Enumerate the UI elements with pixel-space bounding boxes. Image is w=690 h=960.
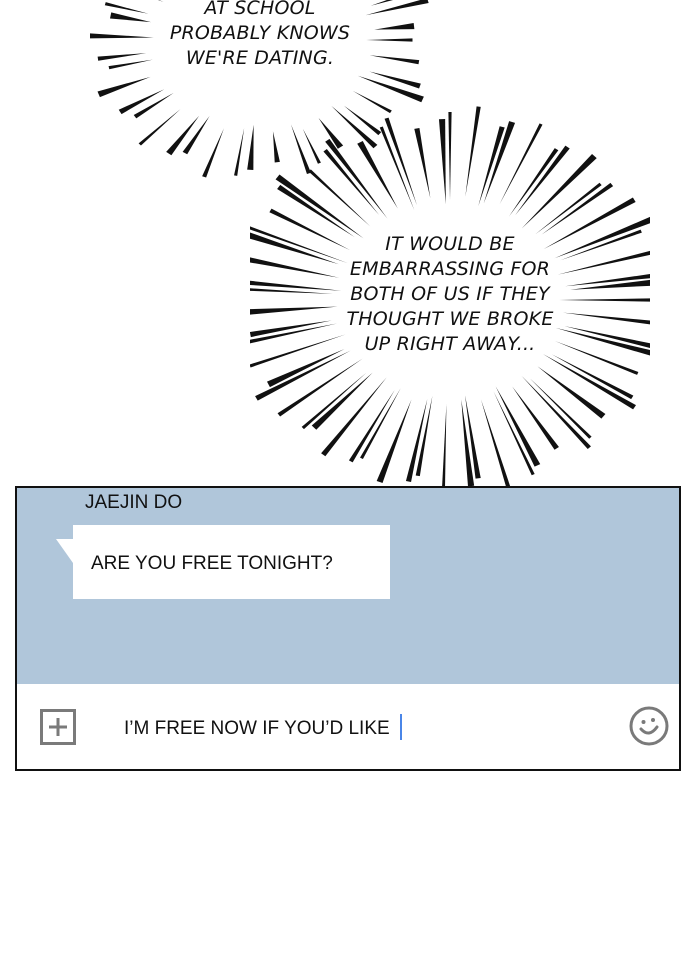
burst-lines-top (90, 0, 429, 178)
plus-square-icon (40, 709, 76, 745)
burst-line: IT WOULD BE (385, 233, 515, 255)
message-input-bar: I’M FREE NOW IF YOU’D LIKE (17, 684, 679, 769)
smiley-face-icon (629, 706, 669, 746)
message-bubble: ARE YOU FREE TONIGHT? (56, 525, 390, 599)
burst-line: THOUGHT WE BROKE (346, 308, 554, 330)
sender-name: JAEJIN DO (85, 492, 183, 513)
burst-line: BOTH OF US IF THEY (350, 283, 550, 305)
burst-line: WE'RE DATING. (185, 47, 335, 69)
burst-text-middle: IT WOULD BE EMBARRASSING FOR BOTH OF US … (310, 232, 590, 357)
burst-line: PROBABLY KNOWS (169, 22, 351, 44)
message-input[interactable]: I’M FREE NOW IF YOU’D LIKE (124, 714, 402, 742)
burst-line: EMBARRASSING FOR (349, 258, 551, 280)
burst-line: AT SCHOOL (204, 0, 316, 19)
text-caret (399, 714, 402, 740)
speech-burst-top: AT SCHOOL PROBABLY KNOWS WE'RE DATING. (90, 0, 430, 180)
message-input-value: I’M FREE NOW IF YOU’D LIKE (124, 718, 390, 740)
burst-lines-middle (250, 106, 650, 490)
speech-burst-middle: IT WOULD BE EMBARRASSING FOR BOTH OF US … (250, 90, 650, 490)
add-attachment-button[interactable] (40, 709, 76, 745)
bubble-tail (56, 527, 73, 563)
burst-text-top: AT SCHOOL PROBABLY KNOWS WE'RE DATING. (130, 0, 390, 71)
chat-window: JAEJIN DO ARE YOU FREE TONIGHT? I’M FREE… (15, 486, 681, 771)
message-text: ARE YOU FREE TONIGHT? (91, 553, 333, 574)
emoji-button[interactable] (629, 706, 669, 746)
burst-line: UP RIGHT AWAY... (364, 333, 536, 355)
